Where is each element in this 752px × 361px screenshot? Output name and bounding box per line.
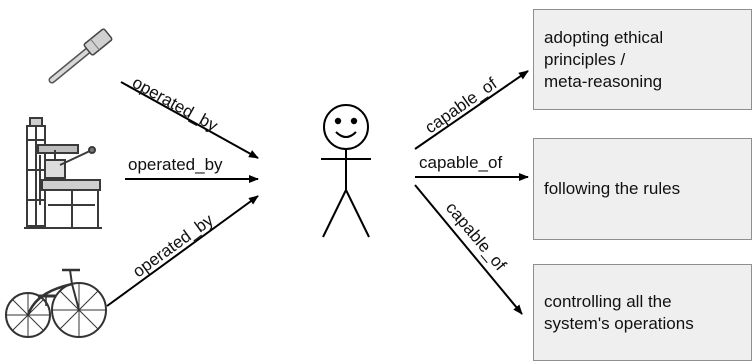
arrow-agent-to-principles	[414, 70, 529, 150]
edge-label-bicycle: operated_by	[129, 210, 217, 281]
hammer-icon	[48, 28, 113, 84]
arrow-bicycle-to-agent	[106, 195, 259, 307]
capability-label-principles: adopting ethical principles / meta-reaso…	[544, 27, 664, 91]
edge-label-control: capable_of	[442, 198, 510, 274]
edge-label-press: operated_by	[128, 155, 223, 174]
arrow-hammer-to-agent	[120, 81, 259, 159]
printing-press-icon	[24, 117, 102, 229]
stick-figure-icon	[321, 104, 371, 238]
edge-label-hammer: operated_by	[129, 73, 221, 136]
capability-label-rules: following the rules	[544, 179, 681, 198]
capability-box-control: controlling all the system's operations	[533, 264, 752, 361]
bicycle-icon	[5, 268, 107, 338]
capability-box-rules: following the rules	[533, 138, 752, 240]
capability-label-control: controlling all the system's operations	[544, 291, 694, 333]
edge-label-rules: capable_of	[419, 153, 502, 172]
edge-label-principles: capable_of	[421, 74, 500, 137]
capability-box-principles: adopting ethical principles / meta-reaso…	[533, 9, 752, 110]
arrow-agent-to-control	[414, 184, 523, 315]
